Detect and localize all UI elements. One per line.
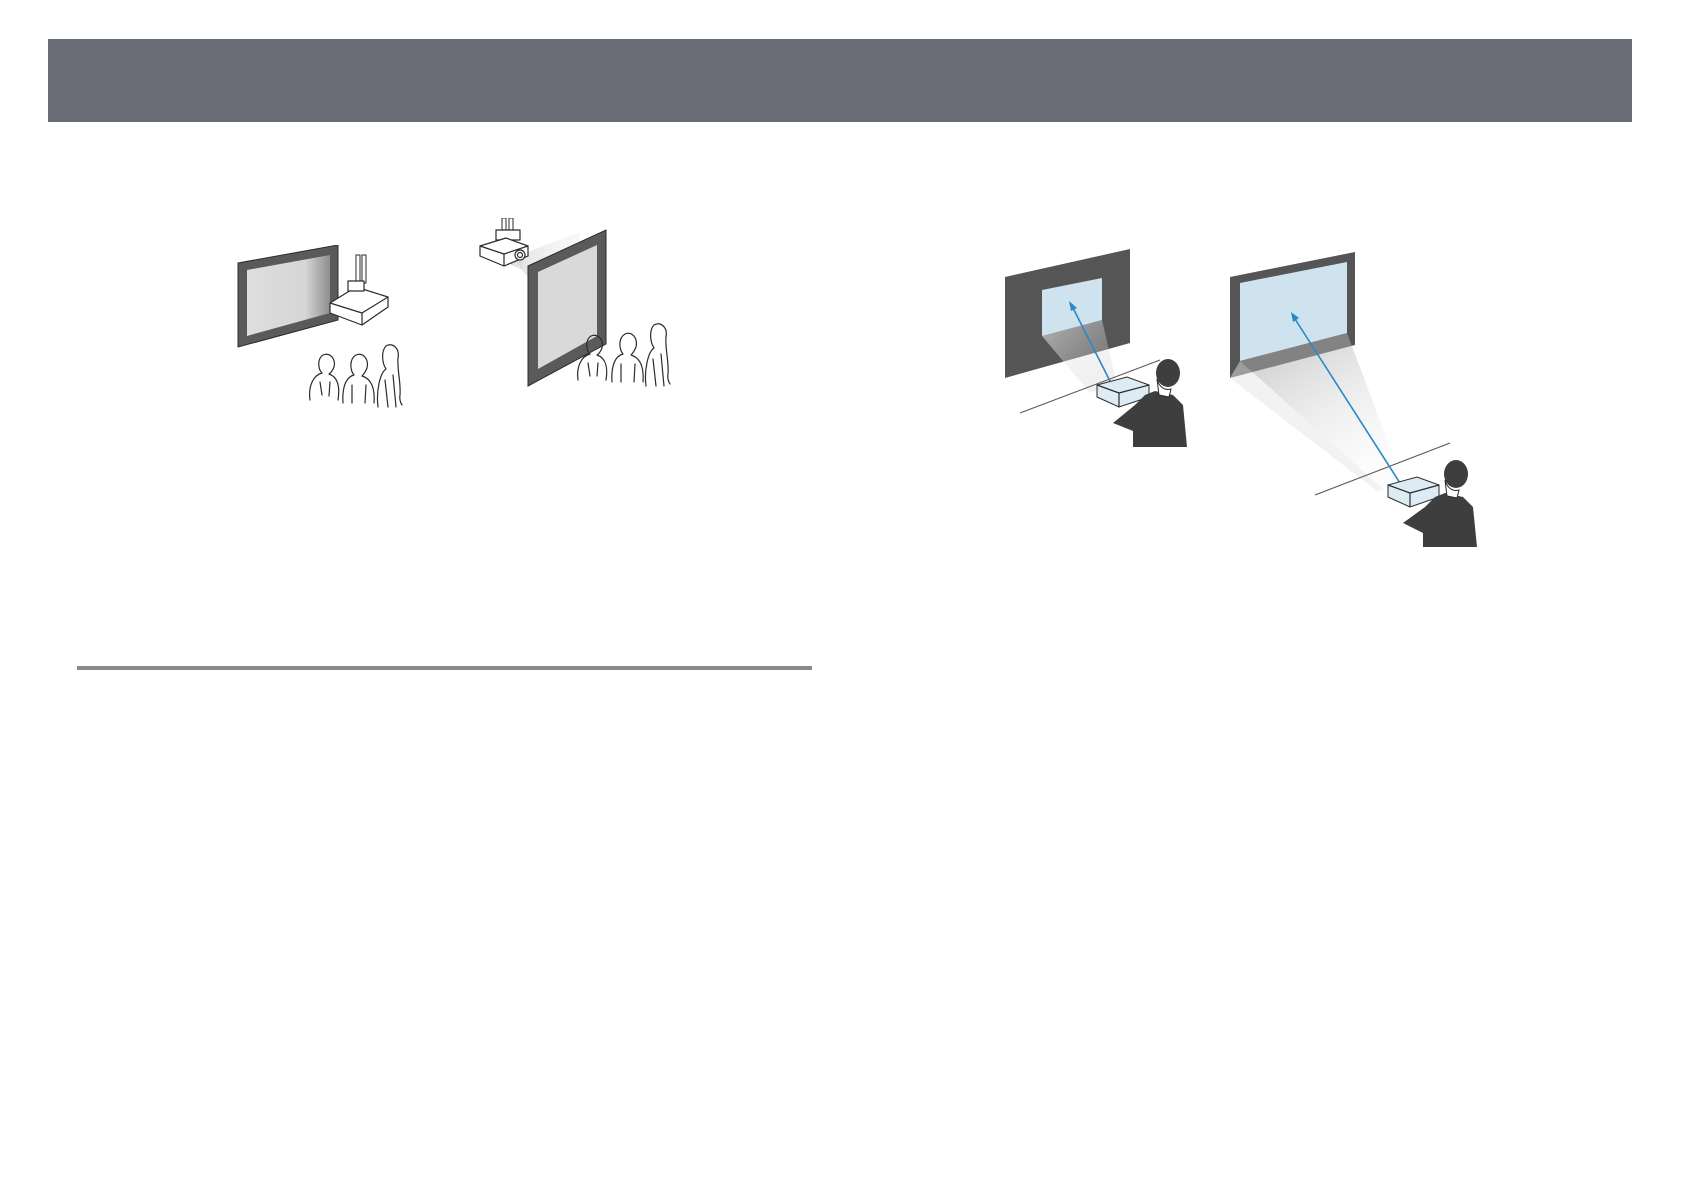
section-divider: [77, 666, 812, 670]
header-bar: [48, 39, 1632, 122]
audience-icon: [310, 345, 402, 407]
projector-icon: [330, 281, 388, 325]
front-projection-ceiling-illustration: [228, 245, 410, 415]
screen-icon: [238, 245, 338, 347]
ceiling-mount-icon: [356, 255, 366, 283]
rear-projection-ceiling-illustration: [470, 218, 685, 400]
projection-distance-illustration: [1005, 245, 1505, 550]
ceiling-mount-icon: [496, 218, 520, 240]
